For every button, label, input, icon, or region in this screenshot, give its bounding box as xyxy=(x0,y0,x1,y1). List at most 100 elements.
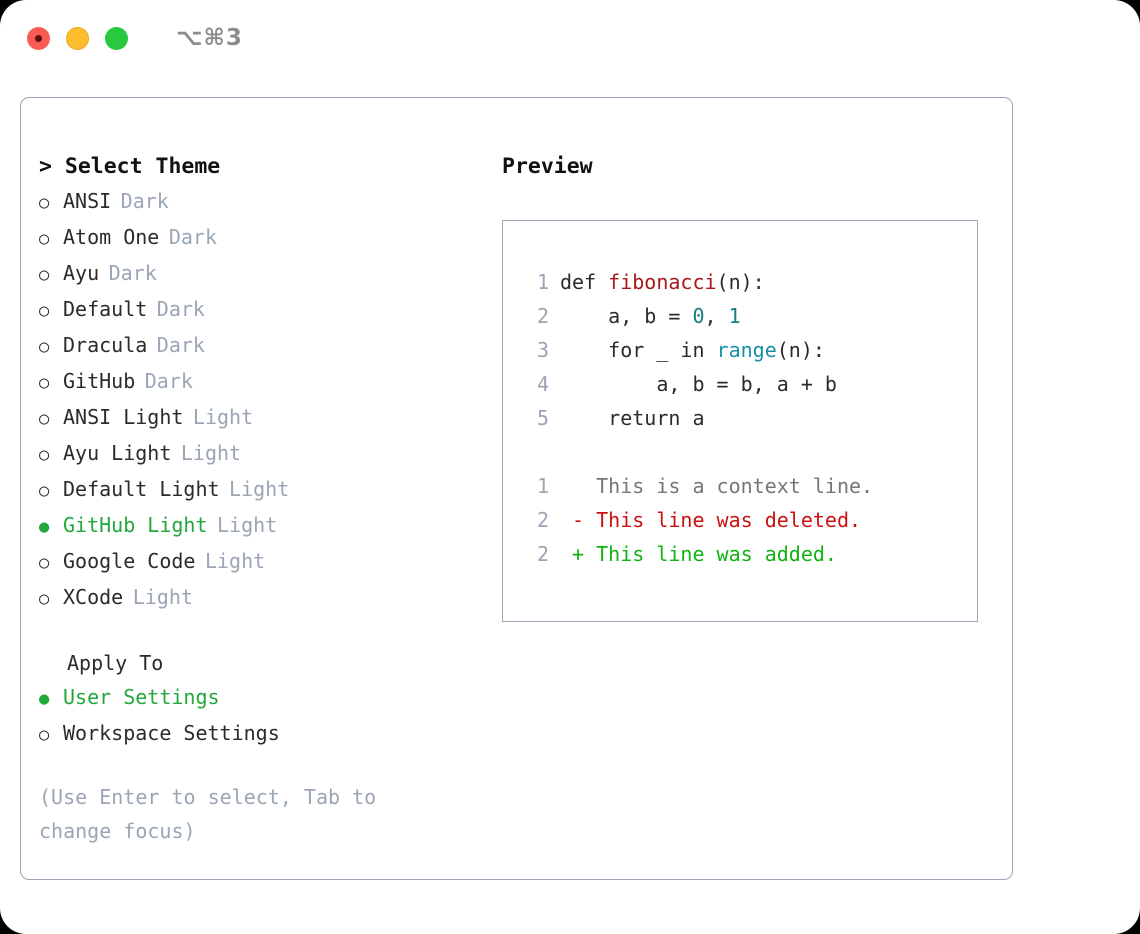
code-line-text: def fibonacci(n): xyxy=(560,265,765,299)
radio-unselected-icon: ○ xyxy=(39,301,50,321)
apply-to-option-list[interactable]: ● User Settings ○ Workspace Settings xyxy=(39,680,489,752)
theme-option-name: XCode xyxy=(63,585,124,609)
theme-option-category: Light xyxy=(192,405,254,429)
radio-selected-icon: ● xyxy=(39,517,50,537)
close-window-button[interactable] xyxy=(27,26,50,50)
code-token-kw: range xyxy=(716,338,777,362)
theme-option-name: Ayu Light xyxy=(63,441,172,465)
code-line: 3 for _ in range(n): xyxy=(523,333,977,367)
title-bar: ⌥⌘3 xyxy=(0,0,1140,76)
line-number: 1 xyxy=(536,270,549,294)
theme-option-name: GitHub Light xyxy=(63,513,208,537)
theme-option-category: Light xyxy=(204,549,266,573)
theme-option-category: Light xyxy=(180,441,242,465)
line-number: 4 xyxy=(536,372,549,396)
theme-option-name: GitHub xyxy=(63,369,136,393)
theme-option-category: Light xyxy=(217,513,278,537)
theme-option[interactable]: ○ ANSI Dark xyxy=(39,184,489,220)
theme-option-name: Default Light xyxy=(63,477,220,501)
theme-option-category: Dark xyxy=(120,189,169,213)
code-token-def: def xyxy=(560,270,609,294)
diff-line-text-added: + This line was added. xyxy=(560,542,837,566)
diff-line: 2 + This line was added. xyxy=(523,537,977,571)
code-token-num: 0 xyxy=(692,304,705,328)
line-number: 2 xyxy=(536,542,549,566)
theme-option[interactable]: ○ XCode Light xyxy=(39,580,489,616)
theme-option-category: Dark xyxy=(168,225,217,249)
code-token-plain: for _ in xyxy=(560,338,717,362)
code-token-plain: a, b = xyxy=(560,304,693,328)
code-line: 5 return a xyxy=(523,401,977,435)
diff-line-text-context: This is a context line. xyxy=(560,474,874,498)
code-line-text: a, b = b, a + b xyxy=(560,367,837,401)
code-line: 4 a, b = b, a + b xyxy=(523,367,977,401)
diff-sample: 1 This is a context line.2 - This line w… xyxy=(523,469,977,571)
code-token-plain: a, b = b, a + b xyxy=(560,372,837,396)
apply-to-option[interactable]: ○ Workspace Settings xyxy=(39,716,489,752)
keyboard-shortcut-label: ⌥⌘3 xyxy=(176,25,243,51)
code-line-text: a, b = 0, 1 xyxy=(560,299,740,333)
line-number: 2 xyxy=(536,304,549,328)
theme-option-category: Light xyxy=(132,585,193,609)
theme-option[interactable]: ○ ANSI Light Light xyxy=(39,400,489,436)
apply-to-option-name: Workspace Settings xyxy=(63,721,280,745)
theme-option-category: Dark xyxy=(144,369,193,393)
theme-option-name: Dracula xyxy=(63,333,148,357)
code-token-plain: (n): xyxy=(776,338,825,362)
theme-option-category: Dark xyxy=(156,333,205,357)
theme-option[interactable]: ○ GitHub Dark xyxy=(39,364,489,400)
line-number: 1 xyxy=(536,474,549,498)
theme-option-name: Default xyxy=(63,297,148,321)
keyboard-hint-text: (Use Enter to select, Tab to change focu… xyxy=(39,785,389,843)
radio-unselected-icon: ○ xyxy=(39,445,50,465)
code-token-plain: , xyxy=(704,304,729,328)
theme-option-name: ANSI Light xyxy=(63,405,184,429)
theme-option-category: Dark xyxy=(108,261,157,285)
theme-option[interactable]: ● GitHub Light Light xyxy=(39,508,489,544)
radio-unselected-icon: ○ xyxy=(39,229,50,249)
code-line-text: return a xyxy=(560,401,705,435)
theme-option[interactable]: ○ Ayu Light Light xyxy=(39,436,489,472)
line-number: 3 xyxy=(536,338,549,362)
theme-option[interactable]: ○ Google Code Light xyxy=(39,544,489,580)
theme-option-name: Google Code xyxy=(63,549,196,573)
apply-to-option[interactable]: ● User Settings xyxy=(39,680,489,716)
radio-unselected-icon: ○ xyxy=(39,725,50,745)
apply-to-option-name: User Settings xyxy=(63,685,220,709)
maximize-window-button[interactable] xyxy=(105,26,128,50)
theme-option-name: Ayu xyxy=(63,261,100,285)
line-number: 2 xyxy=(536,508,549,532)
traffic-lights xyxy=(27,26,128,50)
theme-option-name: Atom One xyxy=(63,225,160,249)
theme-option-name: ANSI xyxy=(63,189,112,213)
radio-unselected-icon: ○ xyxy=(39,553,50,573)
diff-line: 1 This is a context line. xyxy=(523,469,977,503)
diff-line: 2 - This line was deleted. xyxy=(523,503,977,537)
code-token-fn: fibonacci xyxy=(608,270,717,294)
radio-unselected-icon: ○ xyxy=(39,481,50,501)
theme-option-category: Light xyxy=(229,477,290,501)
code-token-plain: (n): xyxy=(716,270,765,294)
radio-unselected-icon: ○ xyxy=(39,589,50,609)
radio-unselected-icon: ○ xyxy=(39,373,50,393)
theme-option[interactable]: ○ Atom One Dark xyxy=(39,220,489,256)
theme-option[interactable]: ○ Default Light Light xyxy=(39,472,489,508)
code-token-plain: return a xyxy=(560,406,705,430)
minimize-window-button[interactable] xyxy=(66,26,89,50)
radio-unselected-icon: ○ xyxy=(39,193,50,213)
preview-heading: Preview xyxy=(502,154,593,179)
radio-unselected-icon: ○ xyxy=(39,409,50,429)
radio-selected-icon: ● xyxy=(39,689,50,709)
line-number: 5 xyxy=(536,406,549,430)
apply-to-heading: Apply To xyxy=(67,651,164,675)
